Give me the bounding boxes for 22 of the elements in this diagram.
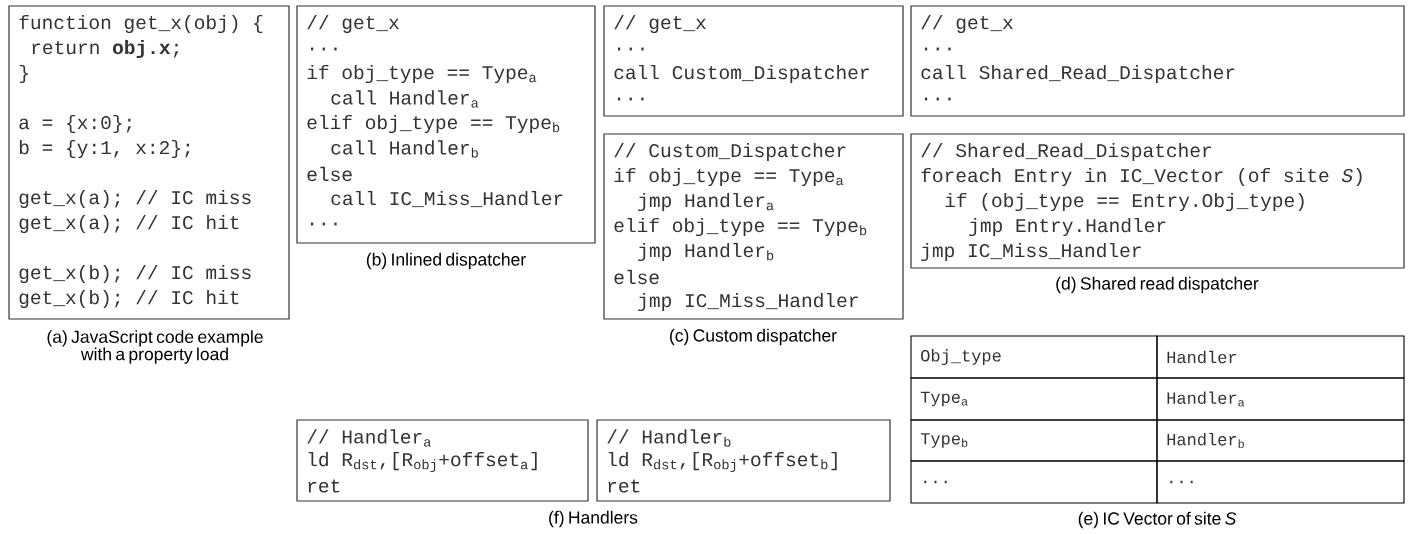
panel-label: (c) Custom dispatcher <box>670 328 837 346</box>
panel-label: (b) Inlined dispatcher <box>366 252 526 270</box>
table-cell: Obj_type <box>910 335 1158 379</box>
code-box: // Handler$_{a}$ ld R$_{dst}$,[R$_{obj}$+offset$_{a}$] ret <box>296 419 589 502</box>
table-cell: ... <box>1156 460 1405 504</box>
code-box: // get_x ... if obj_type == Type$_{a}$ call Handler$_{a}$ elif obj_type == Type$_{b}$ call Handler$_{b}$ else call IC_Miss_Handler ... <box>296 5 596 244</box>
table-cell: ... <box>910 460 1158 504</box>
code-box: // Shared_Read_Dispatcher foreach Entry in IC_Vector (of site S) if (obj_type == Entry.Obj_type) jmp Entry.Handler jmp IC_Miss_Handler <box>910 133 1405 269</box>
code-box: // get_x ... call Custom_Dispatcher ... <box>603 5 904 117</box>
code-box: // Custom_Dispatcher if obj_type == Type$_{a}$ jmp Handler$_{a}$ elif obj_type == Type$_{b}$ jmp Handler$_{b}$ else jmp IC_Miss_Handler <box>603 133 904 320</box>
table-cell: Handler$_{a}$ <box>1156 377 1405 421</box>
table-cell: Handler$_{b}$ <box>1156 419 1405 462</box>
caption: (f) Handlers <box>549 510 638 528</box>
table-cell: Type$_{b}$ <box>910 419 1158 462</box>
panel-label: (a) JavaScript code example with a property load <box>47 330 263 364</box>
code-box: // Handler$_{b}$ ld R$_{dst}$,[R$_{obj}$+offset$_{b}$] ret <box>596 419 891 502</box>
caption: (e) IC Vector of site S <box>1078 511 1237 529</box>
table-cell: Type$_{a}$ <box>910 377 1158 421</box>
code-box: function get_x(obj) { return obj.x; } a = {x:0}; b = {y:1, x:2}; get_x(a); // IC miss get_x(a); // IC hit get_x(b); // IC miss get_x(b); // IC hit <box>8 5 290 320</box>
code-box: // get_x ... call Shared_Read_Dispatcher ... <box>910 5 1405 117</box>
table-cell: Handler <box>1156 335 1405 379</box>
panel-label: (d) Shared read dispatcher <box>1056 276 1259 294</box>
